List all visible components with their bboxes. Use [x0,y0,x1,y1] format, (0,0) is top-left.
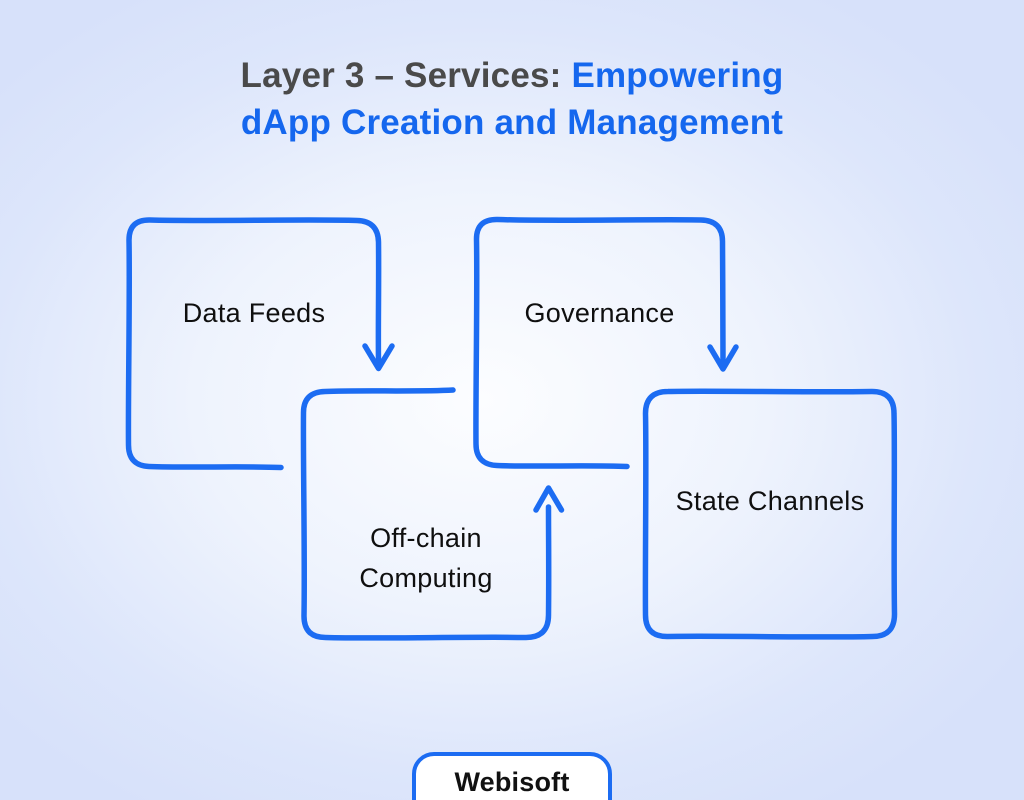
page-title: Layer 3 – Services: Empowering dApp Crea… [0,52,1024,146]
node-label-off-chain-computing: Off-chain Computing [359,523,493,593]
node-label-state-channels: State Channels [675,486,865,516]
title-highlight-line1: Empowering [571,56,784,95]
arrow-off-chain-to-governance-icon [533,485,565,513]
node-label-governance: Governance [524,298,675,328]
title-prefix: Layer 3 – Services: [240,56,572,95]
data-feeds-box-outline [125,217,382,471]
state-channels-box-outline [642,388,898,640]
title-highlight-line2: dApp Creation and Management [240,103,784,142]
brand-badge: Webisoft [412,752,612,800]
arrow-governance-to-state-channels-icon [707,344,739,372]
brand-name: Webisoft [454,767,570,797]
title-line-1: Layer 3 – Services: Empowering [0,52,1024,99]
arrow-data-feeds-to-off-chain-icon [362,343,395,372]
governance-box-outline [473,216,726,470]
node-label-data-feeds: Data Feeds [182,298,326,328]
off-chain-computing-box-outline [300,387,552,641]
